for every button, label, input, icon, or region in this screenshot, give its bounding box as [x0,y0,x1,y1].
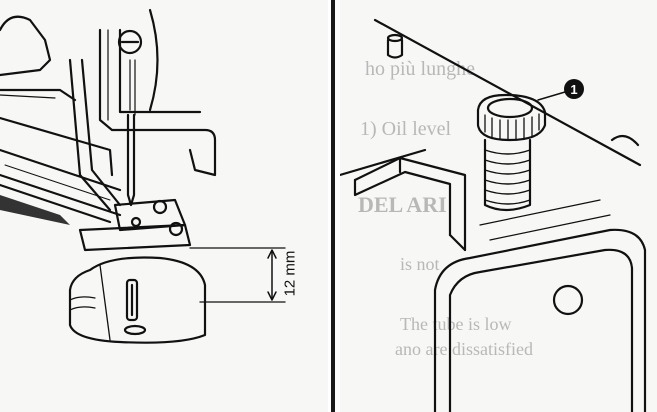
bg-text-line: ano are dissatisfied [395,339,533,359]
bg-text-line: The tube is low [400,314,511,334]
bg-text-line: is not [400,254,440,274]
bg-text-line: ho più lunghe [365,58,475,80]
bg-text-line: DEL ARI [358,192,447,217]
presser-foot-illustration: 12 mm [0,0,328,412]
oil-cap-diagram-icon: ho più lunghe 1) Oil level DEL ARI is no… [340,18,647,412]
presser-foot-diagram-icon [0,8,286,344]
dimension-label: 12 mm [281,250,299,297]
bg-text-line: 1) Oil level [360,118,452,140]
panel-divider [331,0,335,412]
callout-badge: 1 [564,79,584,99]
oil-cap-illustration: ho più lunghe 1) Oil level DEL ARI is no… [340,0,657,412]
